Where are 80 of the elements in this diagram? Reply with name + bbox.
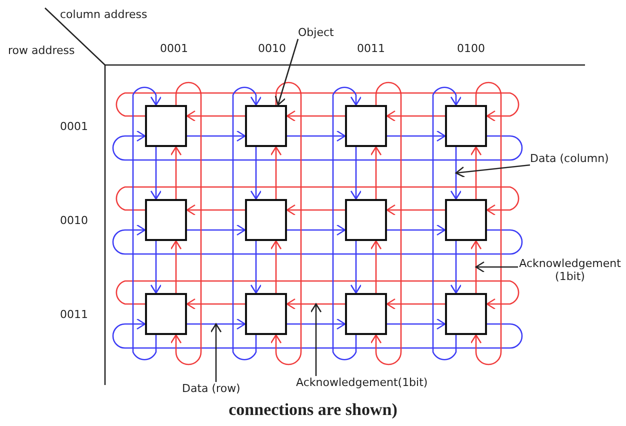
arrow [370, 240, 382, 293]
arrow [470, 82, 502, 366]
arrow [270, 146, 282, 199]
arrow [287, 318, 346, 330]
arrow [150, 147, 162, 200]
arrow [187, 318, 246, 330]
object-box [345, 105, 387, 147]
callout-label: Acknowledgement(1bit) [296, 376, 428, 389]
arrow [187, 224, 246, 236]
object-box [445, 105, 487, 147]
arrow [387, 318, 446, 330]
arrow [450, 147, 462, 200]
object-box [445, 293, 487, 335]
arrow [370, 146, 382, 199]
arrow [112, 318, 523, 349]
object-box [345, 293, 387, 335]
arrow [116, 280, 519, 310]
object-box [145, 199, 187, 241]
arrow [386, 110, 445, 122]
leader-line [210, 323, 222, 382]
caption: connections are shown) [228, 400, 398, 420]
arrow [170, 82, 202, 366]
arrow [112, 224, 523, 255]
axis-label: row address [8, 44, 75, 57]
row-address-label: 0010 [60, 214, 88, 227]
column-address-label: 0011 [357, 42, 385, 55]
axis-label: column address [60, 8, 148, 21]
arrow [186, 298, 245, 310]
arrow [186, 110, 245, 122]
row-address-label: 0001 [60, 120, 88, 133]
arrow [250, 241, 262, 294]
arrow [450, 241, 462, 294]
arrow [187, 130, 246, 142]
arrow [150, 241, 162, 294]
arrow [270, 240, 282, 293]
callout-label: Object [298, 26, 334, 39]
arrow [286, 204, 345, 216]
arrow [116, 186, 519, 216]
column-address-label: 0100 [457, 42, 485, 55]
column-address-label: 0001 [160, 42, 188, 55]
leader-line [475, 261, 518, 273]
arrow [332, 86, 362, 360]
arrow [386, 298, 445, 310]
arrow [350, 147, 362, 200]
arrow [287, 130, 346, 142]
arrow [112, 130, 523, 161]
row-address-label: 0011 [60, 308, 88, 321]
arrow [170, 240, 182, 293]
object-box [145, 105, 187, 147]
leader-line [310, 303, 322, 376]
arrow [350, 241, 362, 294]
callout-label: Data (column) [530, 152, 609, 165]
object-box [245, 105, 287, 147]
object-box [245, 199, 287, 241]
arrow [287, 224, 346, 236]
arrow [186, 204, 245, 216]
arrow [270, 82, 302, 366]
object-box [345, 199, 387, 241]
object-box [445, 199, 487, 241]
arrow [387, 130, 446, 142]
arrow [132, 86, 162, 360]
leader-line [274, 38, 299, 106]
arrow [432, 86, 462, 360]
arrow [170, 146, 182, 199]
arrow [116, 92, 519, 122]
column-address-label: 0010 [258, 42, 286, 55]
arrow [250, 147, 262, 200]
arrow [370, 82, 402, 366]
callout-label: Data (row) [182, 382, 240, 395]
arrow [286, 298, 345, 310]
callout-label: Acknowledgement (1bit) [518, 257, 622, 283]
object-box [145, 293, 187, 335]
arrow [387, 224, 446, 236]
object-box [245, 293, 287, 335]
arrow [386, 204, 445, 216]
arrow [286, 110, 345, 122]
arrow [470, 240, 482, 293]
leader-line [455, 164, 530, 178]
arrow [470, 146, 482, 199]
arrow [232, 86, 262, 360]
